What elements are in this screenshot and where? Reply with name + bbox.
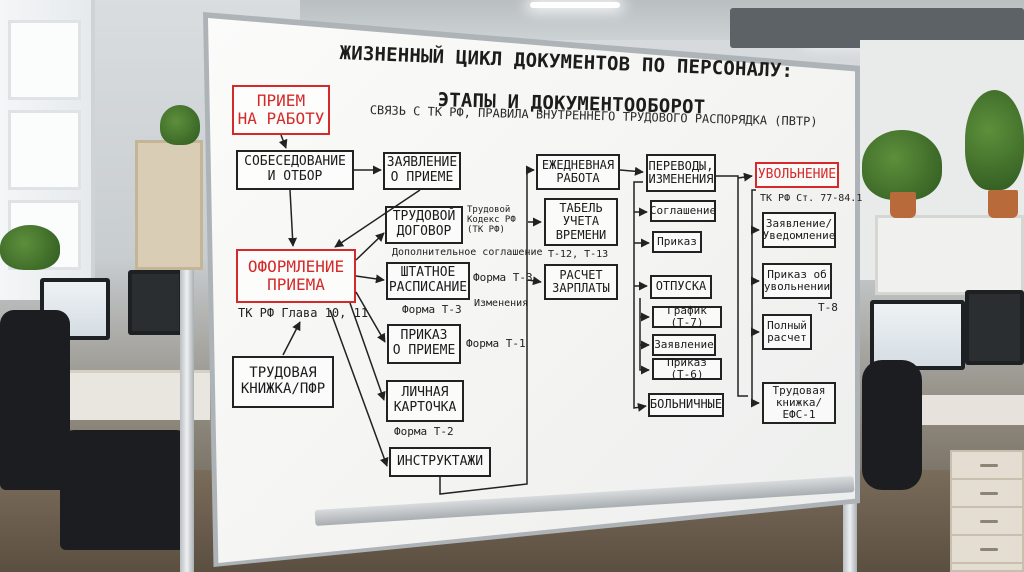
- hire-order-form: Форма Т-1: [466, 337, 526, 350]
- computer-monitor: [128, 270, 183, 335]
- office-chair: [0, 310, 70, 490]
- personal-card-form: Форма Т-2: [394, 425, 454, 438]
- computer-monitor: [965, 290, 1024, 365]
- agreement-box: Соглашение: [650, 200, 716, 222]
- plant-pot: [890, 192, 916, 218]
- vacation-order-box: Приказ (Т-6): [652, 356, 722, 381]
- potted-plant: [0, 225, 60, 270]
- hiring-law-reference: ТК РФ Глава 10, 11: [238, 306, 369, 320]
- ceiling-light: [530, 2, 620, 8]
- transfer-order-box: Приказ: [652, 231, 702, 253]
- potted-plant: [862, 130, 942, 200]
- payroll-box: РАСЧЕТ ЗАРПЛАТЫ: [544, 264, 618, 300]
- person-at-desk: [862, 360, 922, 490]
- dismissal-law-reference: ТК РФ Ст. 77-84.1: [760, 193, 863, 204]
- plant-pot: [988, 190, 1018, 218]
- dismissal-application-box: Заявление/ Уведомление: [762, 212, 836, 248]
- timesheet-forms: Т-12, Т-13: [548, 249, 609, 260]
- briefings-box: ИНСТРУКТАЖИ: [389, 447, 491, 477]
- transfers-box: ПЕРЕВОДЫ, ИЗМЕНЕНИЯ: [646, 154, 716, 192]
- contract-law-note: Трудовой Кодекс РФ (ТК РФ): [467, 205, 516, 236]
- office-chair: [60, 430, 190, 550]
- vacations-box: ОТПУСКА: [650, 275, 712, 299]
- sick-leave-box: БОЛЬНИЧНЫЕ: [648, 393, 724, 417]
- timesheet-box: ТАБЕЛЬ УЧЕТА ВРЕМЕНИ: [544, 198, 618, 246]
- dismissal-workbook-box: Трудовая книжка/ЕФС-1: [762, 382, 836, 424]
- computer-monitor: [870, 300, 965, 370]
- final-settlement-box: Полный расчет: [762, 314, 812, 350]
- dismissal-header-box: УВОЛЬНЕНИЕ: [755, 162, 839, 188]
- contract-addendum-note: Дополнительное соглашение: [392, 247, 543, 258]
- staffing-form: Форма Т-3: [473, 271, 533, 284]
- interview-box: СОБЕСЕДОВАНИЕ И ОТБОР: [236, 150, 354, 190]
- vacation-application-box: Заявление: [652, 334, 716, 356]
- registration-box: ОФОРМЛЕНИЕ ПРИЕМА: [236, 249, 356, 303]
- vacation-schedule-box: График (Т-7): [652, 304, 722, 329]
- whiteboard-stand-left: [180, 270, 194, 572]
- application-box: ЗАЯВЛЕНИЕ О ПРИЕМЕ: [383, 152, 461, 190]
- personal-card-box: ЛИЧНАЯ КАРТОЧКА: [386, 380, 464, 422]
- dismissal-order-form: Т-8: [818, 301, 838, 314]
- staffing-box: ШТАТНОЕ РАСПИСАНИЕ: [386, 262, 470, 300]
- workbook-box: ТРУДОВАЯ КНИЖКА/ПФР: [232, 356, 334, 408]
- dismissal-order-box: Приказ об увольнении: [762, 263, 832, 299]
- filing-cabinet: [950, 450, 1024, 572]
- contract-box: ТРУДОВОЙ ДОГОВОР: [385, 206, 463, 244]
- potted-plant: [160, 105, 200, 145]
- shelving-unit: [875, 215, 1024, 295]
- hiring-header-box: ПРИЕМ НА РАБОТУ: [232, 85, 330, 135]
- staffing-form-below: Форма Т-3: [402, 303, 462, 316]
- staffing-changes-note: Изменения: [474, 298, 529, 309]
- bookshelf: [135, 140, 203, 270]
- daily-work-box: ЕЖЕДНЕВНАЯ РАБОТА: [536, 154, 620, 190]
- potted-plant: [965, 90, 1024, 190]
- hire-order-box: ПРИКАЗ О ПРИЕМЕ: [387, 324, 461, 364]
